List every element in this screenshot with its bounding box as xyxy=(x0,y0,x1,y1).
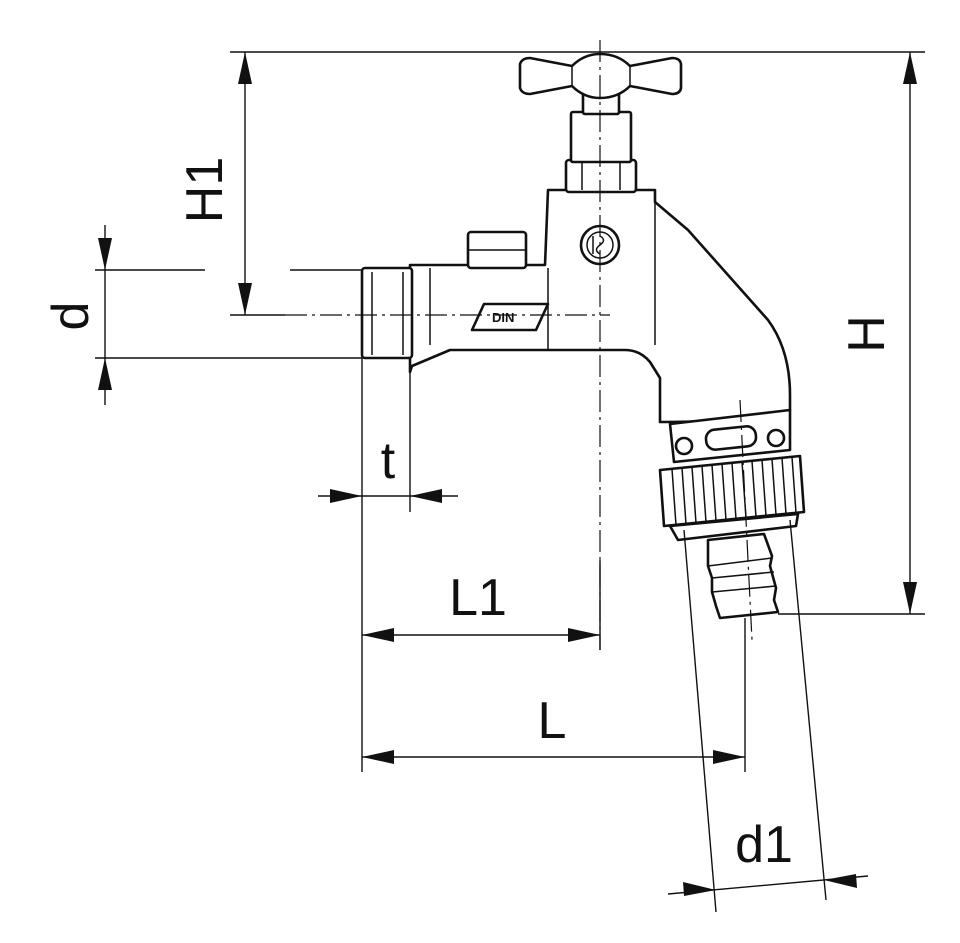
bonnet-nut xyxy=(564,158,638,194)
extension-lines xyxy=(95,51,925,913)
inlet-thread xyxy=(360,266,414,360)
label-t: t xyxy=(381,432,396,490)
dimension-labels: H1 H d t L1 L d1 xyxy=(42,157,896,874)
spindle xyxy=(569,110,633,164)
coupling-nut xyxy=(658,454,806,528)
din-marking-text: DIN xyxy=(492,310,514,325)
outlet-collar xyxy=(668,512,800,542)
label-l1: L1 xyxy=(449,569,507,627)
label-h: H xyxy=(838,315,896,353)
label-d: d xyxy=(42,302,100,331)
label-d1: d1 xyxy=(735,816,793,874)
outlet-axis xyxy=(739,399,753,641)
center-lines xyxy=(285,40,753,650)
label-h1: H1 xyxy=(176,157,234,223)
dimension-lines xyxy=(98,52,917,896)
din-marking xyxy=(470,302,550,332)
faucet: DIN xyxy=(360,52,806,620)
hose-barb xyxy=(706,532,780,620)
label-l: L xyxy=(538,692,567,750)
